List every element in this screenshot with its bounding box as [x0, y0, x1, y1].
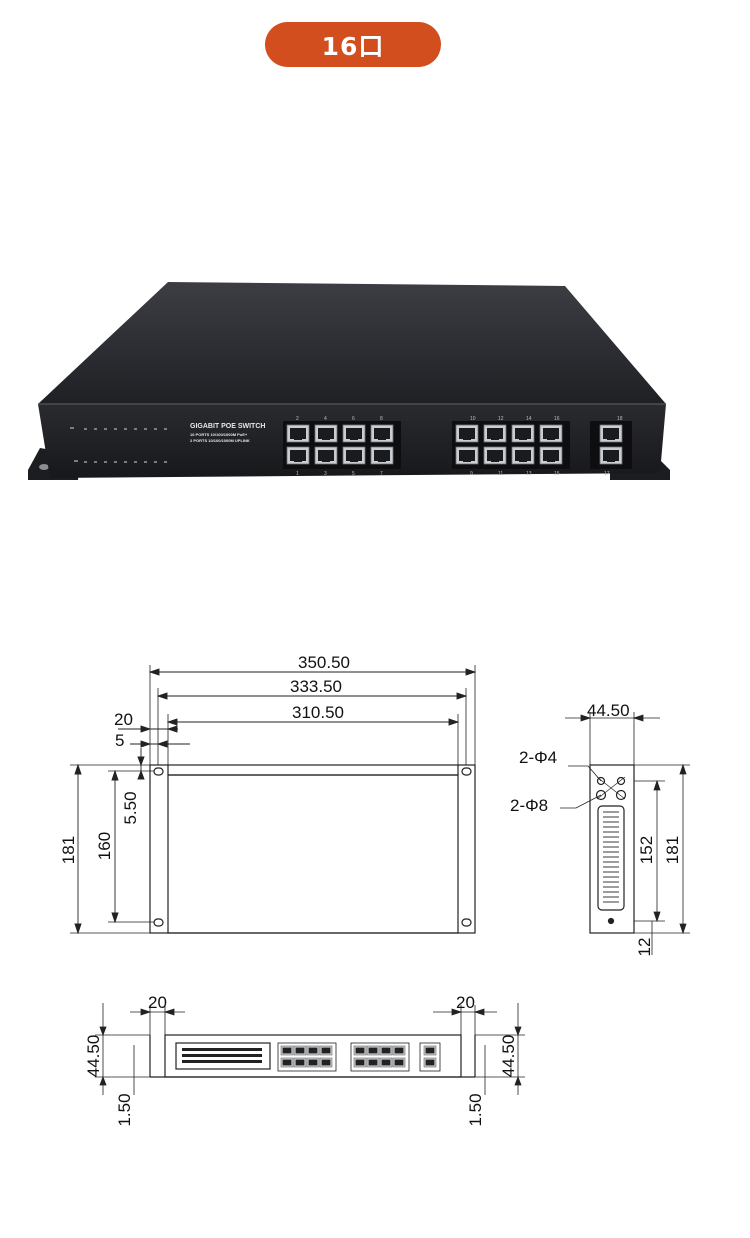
port-number-label: 11 — [498, 471, 503, 477]
dim-height-right: 44.50 — [499, 1035, 518, 1078]
port-number-label: 6 — [352, 416, 355, 422]
dim-side-height-holes: 152 — [637, 836, 656, 864]
uplink-ports — [590, 421, 632, 469]
port-number-label: 3 — [324, 471, 327, 477]
front-elevation-ports — [277, 1042, 441, 1072]
port-number-label: 14 — [526, 416, 532, 422]
dim-side-bottom-offset: 12 — [635, 938, 654, 957]
front-elevation-leds — [182, 1048, 262, 1063]
port-number-label: 1 — [296, 471, 299, 477]
port-number-label: 2 — [296, 416, 299, 422]
dim-width-overall: 350.50 — [298, 653, 350, 672]
dim-ear-left: 20 — [148, 993, 167, 1012]
port-number-label: 17 — [604, 471, 610, 477]
mount-hole — [153, 918, 164, 927]
port-number-label: 10 — [470, 416, 476, 422]
front-elevation-drawing — [95, 1003, 525, 1095]
port-count-badge: 16口 — [265, 22, 441, 67]
front-elevation-dimensions: 20 20 44.50 44.50 1.50 1.50 — [84, 993, 518, 1127]
port-number-label: 4 — [324, 416, 327, 422]
dim-thickness-left: 1.50 — [115, 1093, 134, 1126]
switch-spec-line1: 16 PORTS 10/100/1000M PoE+ — [190, 432, 248, 437]
port-number-label: 12 — [498, 416, 504, 422]
front-view-outline — [149, 764, 476, 934]
side-view-dimensions: 44.50 2-Φ4 2-Φ8 152 181 12 — [510, 701, 682, 956]
led-indicators — [70, 427, 167, 463]
switch-photo: GIGABIT POE SWITCH 16 PORTS 10/100/1000M… — [28, 282, 670, 480]
dim-side-height-overall: 181 — [663, 836, 682, 864]
dim-depth: 44.50 — [587, 701, 630, 720]
dim-hole-offset: 5 — [115, 731, 124, 750]
front-elevation-led-panel — [175, 1042, 271, 1070]
port-number-label: 15 — [554, 471, 560, 477]
port-number-label: 5 — [352, 471, 355, 477]
dim-height-overall: 181 — [59, 836, 78, 864]
switch-spec-line2: 2 PORTS 10/100/1000M UPLINK — [190, 438, 250, 443]
front-view-dimensions: 350.50 333.50 310.50 20 5 181 160 5.50 — [59, 653, 350, 864]
mount-hole — [461, 767, 472, 776]
port-number-label: 9 — [470, 471, 473, 477]
dim-width-body: 310.50 — [292, 703, 344, 722]
port-number-label: 16 — [554, 416, 560, 422]
dim-thickness-right: 1.50 — [466, 1093, 485, 1126]
dim-ear-right: 20 — [456, 993, 475, 1012]
dim-height-holes: 160 — [95, 832, 114, 860]
dim-width-holes: 333.50 — [290, 677, 342, 696]
dim-hole-offset-v: 5.50 — [121, 791, 140, 824]
port-block-right — [452, 421, 570, 469]
port-number-label: 7 — [380, 471, 383, 477]
dim-hole-large: 2-Φ8 — [510, 796, 548, 815]
mount-hole — [461, 918, 472, 927]
side-view-drawing — [560, 712, 690, 955]
front-view-body — [167, 774, 459, 934]
switch-model-title: GIGABIT POE SWITCH — [190, 423, 265, 430]
dim-height-left: 44.50 — [84, 1035, 103, 1078]
side-view-outline — [589, 764, 635, 934]
port-number-label: 18 — [617, 416, 623, 422]
port-block-left — [283, 421, 401, 469]
port-number-label: 13 — [526, 471, 532, 477]
switch-top-panel — [38, 282, 666, 404]
mount-hole — [153, 767, 164, 776]
vent-slots — [597, 805, 625, 911]
dim-hole-small: 2-Φ4 — [519, 748, 557, 767]
port-number-label: 8 — [380, 416, 383, 422]
front-view-drawing — [70, 665, 477, 935]
dim-ear-width: 20 — [114, 710, 133, 729]
